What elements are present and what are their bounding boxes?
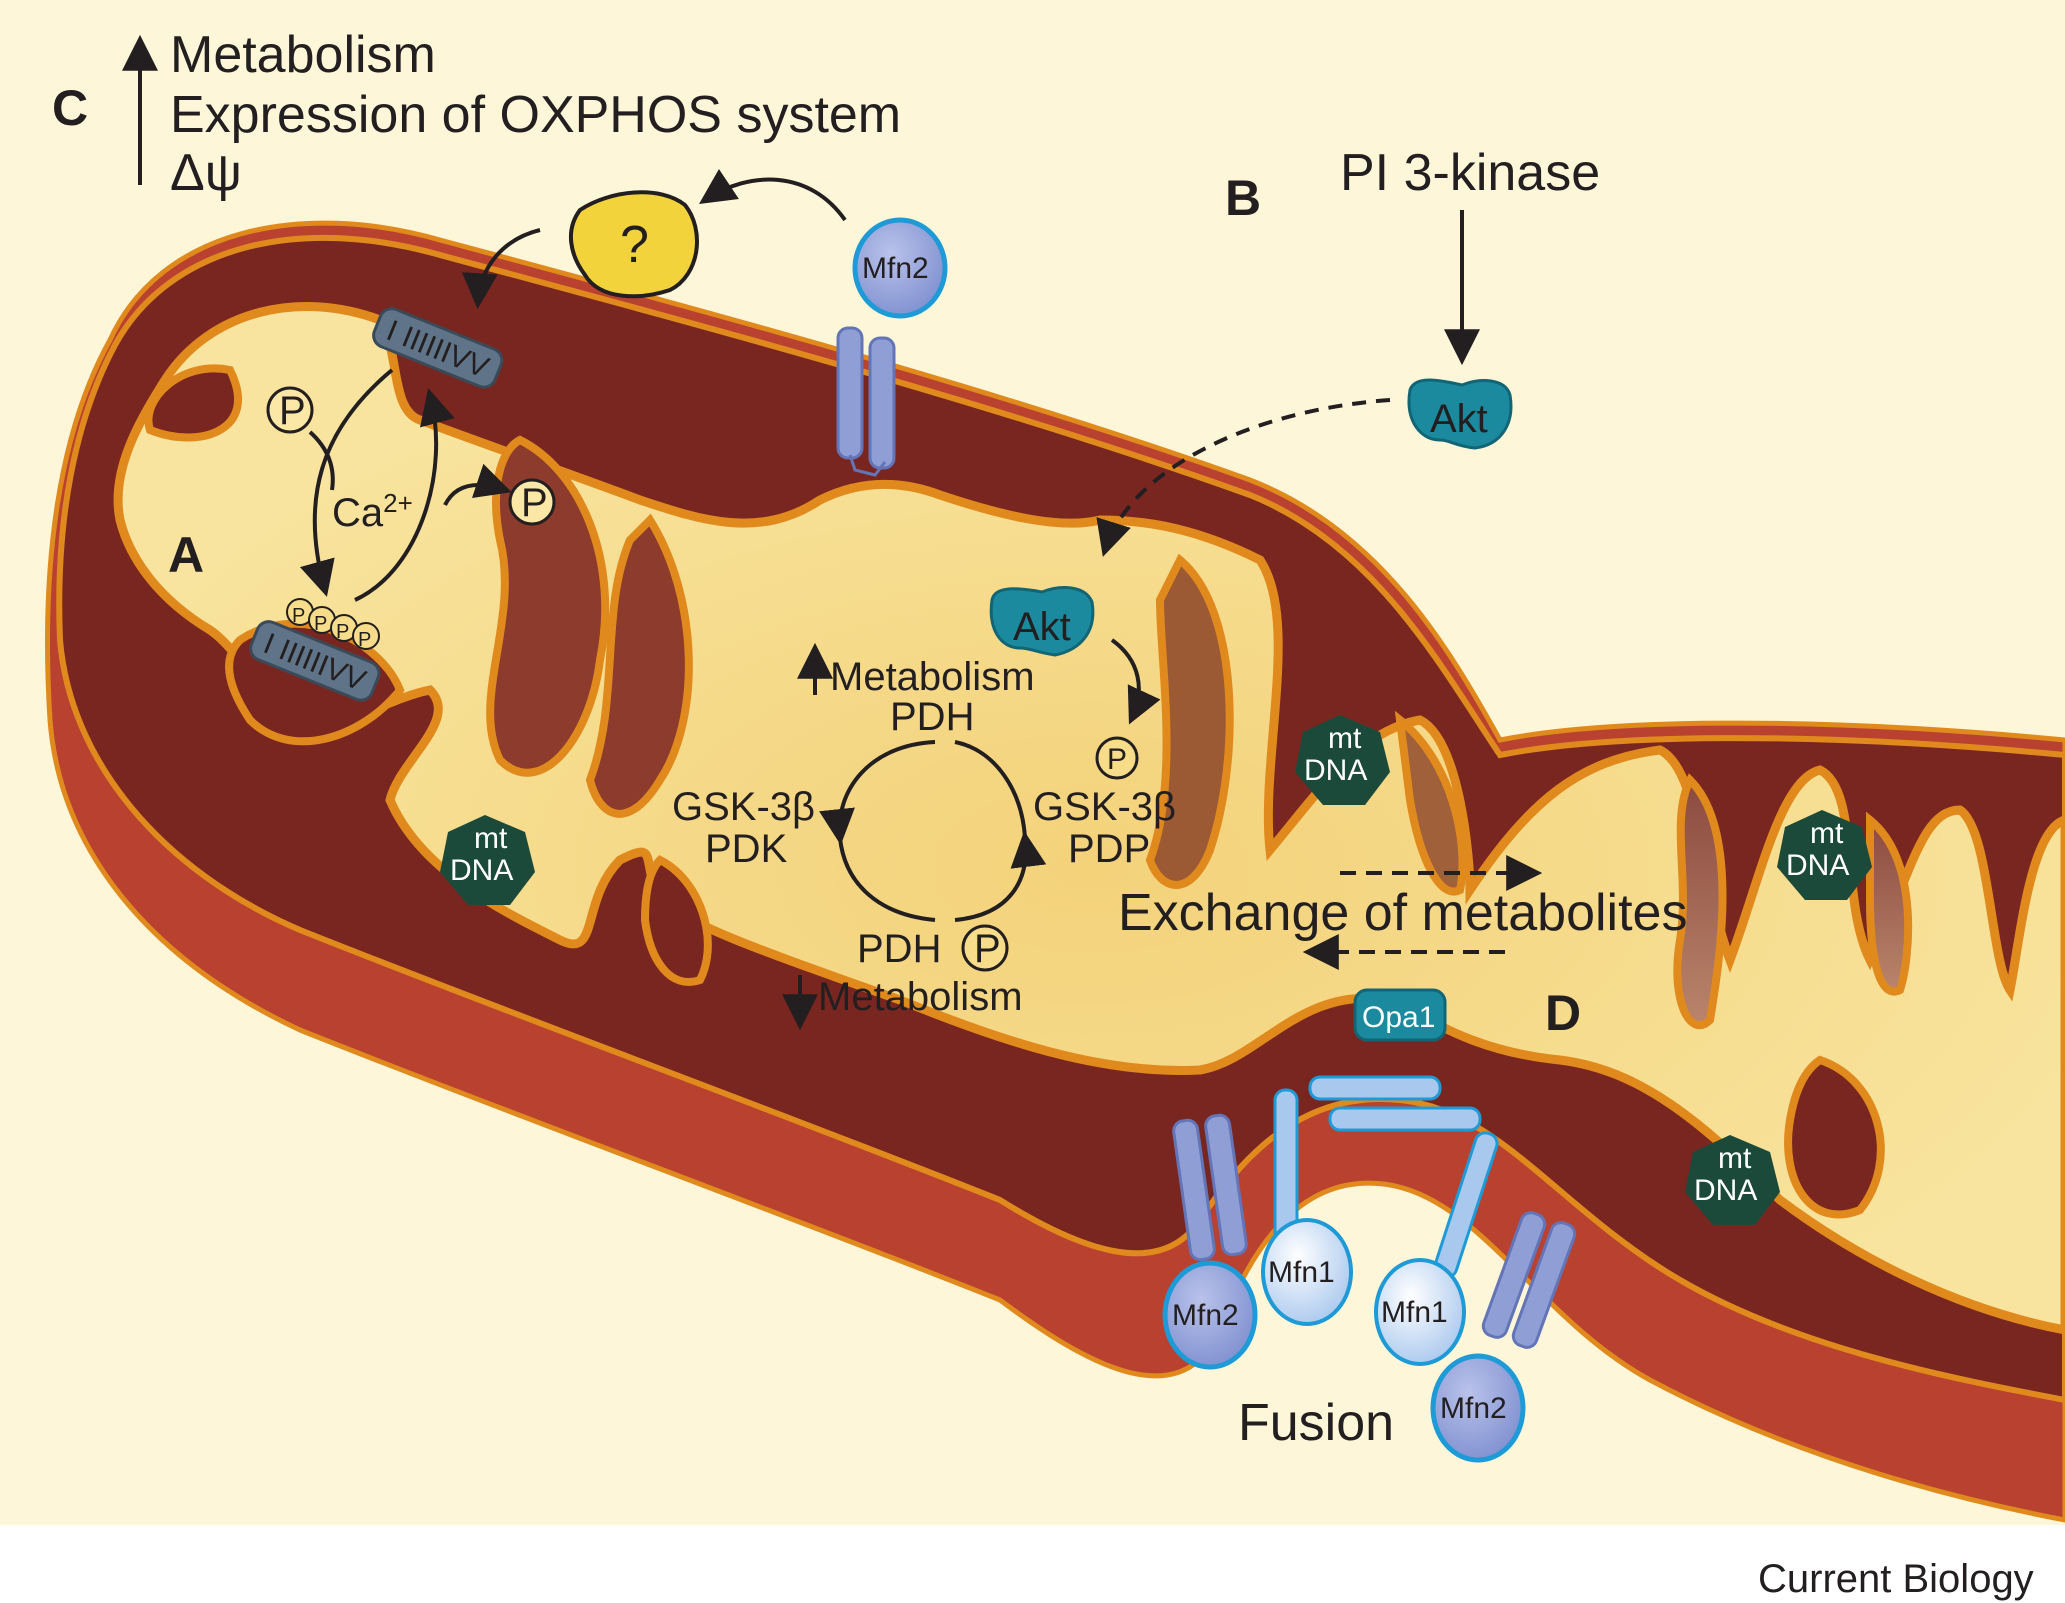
crista [640,855,712,986]
mtdna-left-line2: DNA [450,854,513,887]
svg-text:Akt: Akt [1013,605,1071,649]
dephospho-arrow [299,368,394,597]
mtdna-middle-line1: mt [1328,722,1362,755]
pdh-phospho-label: P [974,927,1001,971]
phosphate-out [508,478,556,526]
exchange-label: Exchange of metabolites [1118,884,1687,942]
phospho-cluster: P P P P [286,598,380,651]
akt-matrix: Akt [989,586,1095,657]
mtdna-right-line2: DNA [1786,849,1849,882]
caption-strip [0,1525,2065,1603]
mtdna-lower-right-line1: mt [1718,1142,1752,1175]
akt-to-gsk-arrow [1110,638,1161,725]
svg-text:P: P [336,621,349,643]
svg-text:P: P [314,613,327,635]
c-membrane-potential: Δψ [170,144,242,202]
cycle-bottom-metabolism: Metabolism [818,975,1023,1019]
cycle-left-arc-lower [838,837,936,922]
crista [1394,710,1467,896]
mtdna-lower-right [1685,1135,1780,1225]
mfn2-to-unknown-arrow [699,169,847,222]
unknown-protein [568,190,699,299]
svg-text:P: P [292,605,305,627]
svg-text:Opa1: Opa1 [1362,1001,1435,1034]
c-metabolism: Metabolism [170,26,436,84]
p-release-arrow [443,463,512,506]
cycle-right-arc [954,830,1047,922]
akt-translocation-arrow [1096,398,1391,557]
pi3-kinase: PI 3-kinase [1340,144,1600,202]
panel-label-a: A [168,527,204,583]
fusion-label: Fusion [1238,1394,1394,1452]
svg-text:P: P [358,629,371,651]
cycle-right-pdp: PDP [1068,827,1150,871]
gsk-phospho [1095,736,1139,780]
mfn2-top: Mfn2 [836,217,948,477]
mtdna-right-line1: mt [1810,817,1844,850]
mtdna-middle [1295,715,1390,805]
mtdna-middle-line2: DNA [1304,754,1367,787]
mfn1-right: Mfn1 [1374,1131,1499,1366]
cycle-top-pdh: PDH [890,695,974,739]
mtdna-left-line1: mt [474,822,508,855]
p-join-arrow [308,430,335,491]
phosphate-in-label: P [279,389,306,433]
cycle-left-gsk: GSK-3β [672,785,815,829]
mtdna-lower-right-line2: DNA [1694,1174,1757,1207]
mtdna-right [1777,810,1872,900]
crista [1866,811,1913,996]
crista [585,513,693,818]
cycle-right-arc-upper [954,740,1027,839]
phospho-arrow [354,388,455,602]
cycle-left-arc [819,740,936,846]
crista [1784,1055,1885,1219]
cycle-left-pdk: PDK [705,827,788,871]
mfn1-left: Mfn1 [1261,1088,1353,1326]
unknown-to-complex-arrow [461,228,541,310]
c-oxphos-expression: Expression of OXPHOS system [170,86,901,144]
journal-credit: Current Biology [1758,1557,2034,1601]
svg-text:Mfn2: Mfn2 [1172,1299,1239,1332]
panel-label-b: B [1225,170,1261,226]
calcium-label: Ca2+ [332,488,413,535]
mfn2-fusion-left: Mfn2 [1162,1113,1258,1370]
gsk-phospho-label: P [1107,743,1127,776]
crista [144,364,242,442]
phosphate-in [266,386,314,434]
phosphate-out-label: P [521,481,548,525]
svg-text:Mfn1: Mfn1 [1268,1256,1335,1289]
svg-text:Mfn1: Mfn1 [1381,1296,1448,1329]
panel-label-d: D [1545,985,1581,1041]
akt-cytosol: Akt [1407,378,1513,450]
unknown-symbol: ? [620,216,649,274]
cycle-bottom-pdh: PDH [857,927,941,971]
panel-label-c: C [52,80,88,136]
mtdna-left [440,815,535,905]
opa1: Opa1 [1353,988,1447,1042]
cycle-top-metabolism: Metabolism [830,655,1035,699]
cycle-right-gsk: GSK-3β [1033,785,1176,829]
svg-text:Mfn2: Mfn2 [1440,1392,1507,1425]
mfn2-fusion-right: Mfn2 [1430,1211,1577,1463]
svg-text:Mfn2: Mfn2 [862,252,929,285]
crista [1145,553,1234,889]
crista [1673,773,1727,1030]
pdh-phospho [961,924,1009,972]
crista [486,435,610,777]
mfn1-tether-horizontal [1308,1075,1482,1132]
svg-text:Akt: Akt [1430,397,1488,441]
